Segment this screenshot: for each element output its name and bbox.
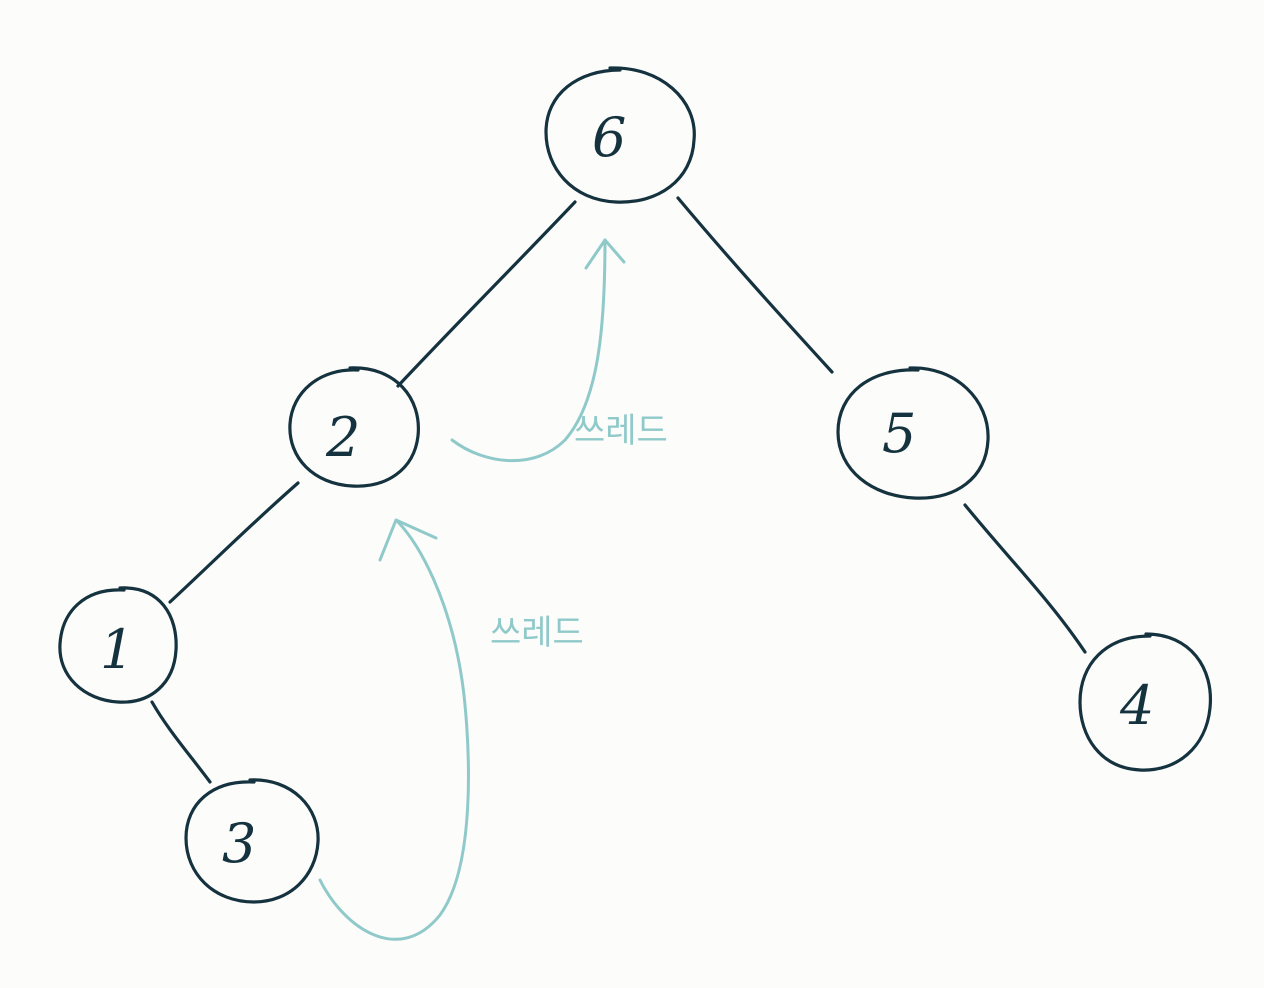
thread-label-top: 쓰레드 [574,411,668,451]
tree-node-3: 3 [184,778,320,904]
node-label: 5 [882,402,916,465]
node-circle [288,366,420,488]
node-label: 3 [222,812,256,875]
node-label: 6 [592,106,626,169]
edge-2-1 [168,481,300,604]
node-circle [544,66,696,204]
thread-curve [318,520,470,941]
thread-2-to-6 [450,238,626,463]
edge-6-2 [396,200,577,388]
node-circle [1078,632,1213,772]
tree-node-4: 4 [1078,632,1213,772]
tree-node-6: 6 [544,66,696,204]
tree-node-1: 1 [58,586,178,704]
node-label: 2 [325,406,360,469]
thread-label-bottom: 쓰레드 [490,613,584,653]
thread-curve [450,238,607,463]
tree-node-5: 5 [836,366,990,500]
thread-arrows [318,238,626,941]
node-circle [184,778,320,904]
tree-node-2: 2 [288,366,420,488]
node-circle [58,586,178,704]
arrowhead-icon [584,238,626,270]
edge-1-3 [150,700,212,784]
node-label: 4 [1119,674,1154,737]
edge-6-5 [676,196,834,374]
edge-5-4 [963,503,1087,654]
node-label: 1 [100,618,134,681]
arrowhead-icon [378,518,438,562]
thread-3-to-2 [318,518,470,941]
node-circle [836,366,990,500]
tree-edges [150,196,1087,784]
